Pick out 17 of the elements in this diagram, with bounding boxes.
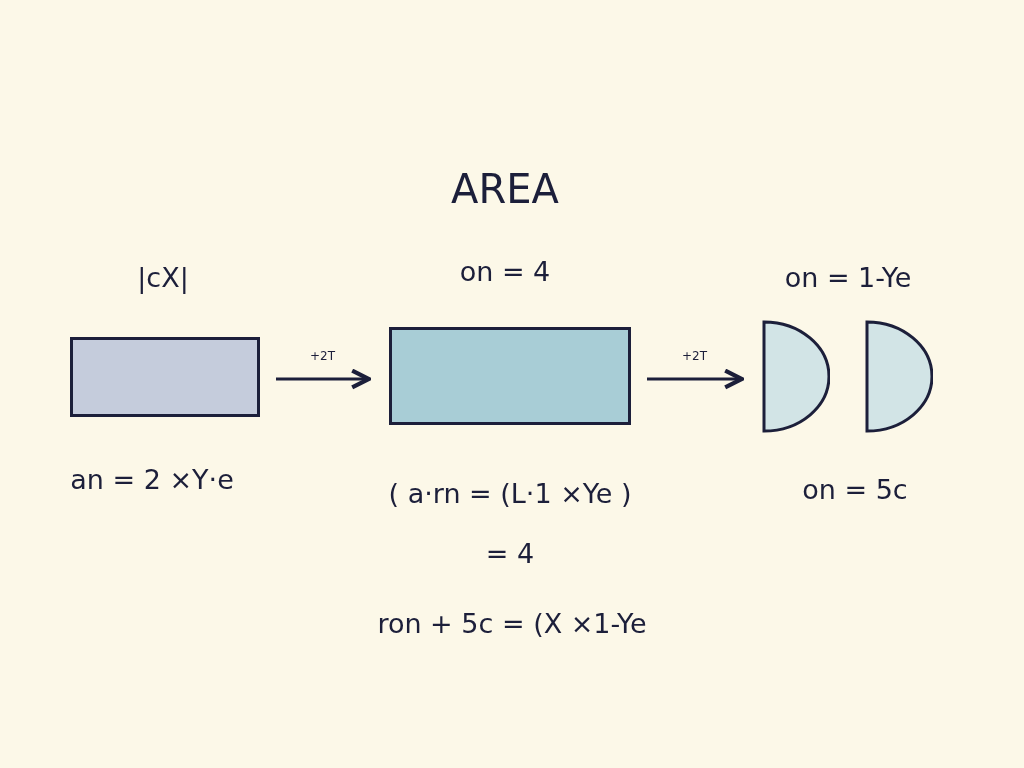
formula-text: on = 1-Ye (784, 262, 912, 293)
arrow (276, 368, 372, 390)
arrow (647, 368, 745, 390)
formula-text: ron + 5c = (X ×1-Ye (377, 608, 647, 639)
edge-label: +2T (308, 349, 337, 363)
formula-text: = 4 (485, 538, 535, 569)
formula-text: on = 5c (802, 474, 908, 505)
rectangle-box (70, 337, 260, 417)
rectangle-box (389, 327, 631, 425)
node-heading: |cX| (137, 262, 189, 293)
edge-label: +2T (680, 349, 709, 363)
diagram-title: AREA (451, 166, 559, 212)
formula-text: an = 2 ×Y·e (70, 464, 234, 495)
semicircle (762, 320, 830, 433)
formula-text: ( a·rn = (L·1 ×Ye ) (388, 478, 632, 509)
node-heading: on = 4 (459, 256, 551, 287)
semicircle (865, 320, 933, 433)
